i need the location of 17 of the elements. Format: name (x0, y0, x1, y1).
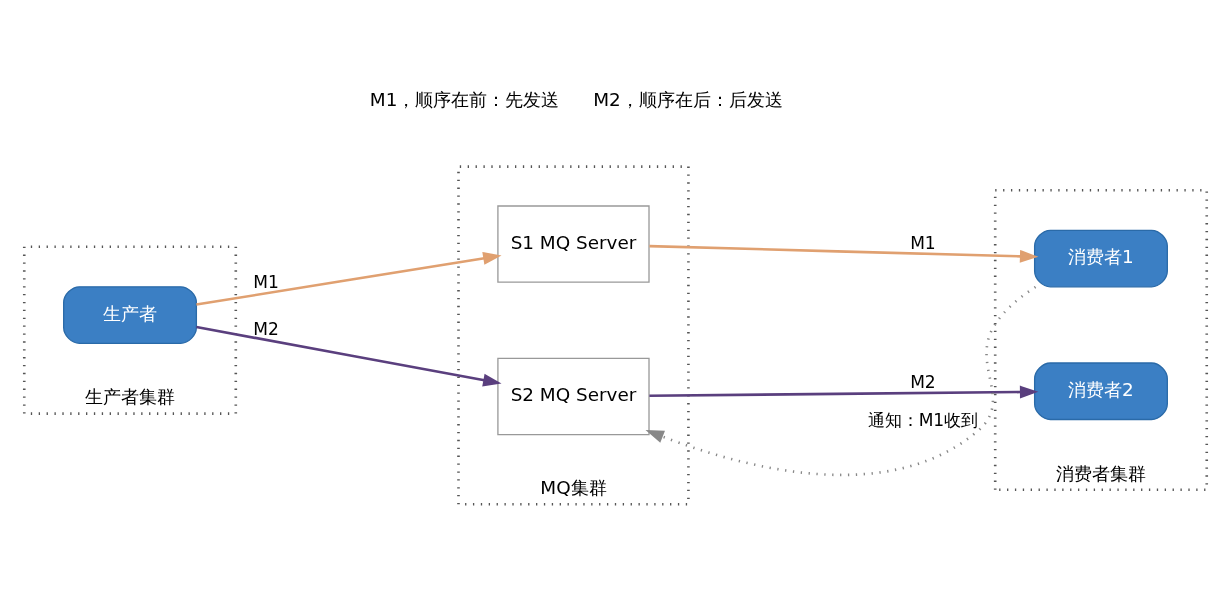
arrow (645, 285, 1037, 477)
edge-label: M1 (253, 271, 279, 292)
node-box: S1 MQ Server (497, 205, 650, 283)
edge-label: 通知：M1收到 (867, 409, 979, 430)
edge-label: M1 (910, 232, 936, 253)
arrow (649, 385, 1039, 399)
node-box: 消费者1 (1033, 229, 1168, 288)
edge-label: M2 (910, 371, 936, 392)
node-box: 生产者 (63, 286, 198, 344)
edge-label: M2 (253, 319, 279, 340)
arrow (196, 252, 502, 306)
legend-label: M2，顺序在后：后发送 (593, 89, 783, 111)
arrow (196, 325, 502, 387)
arrow (649, 244, 1039, 263)
node-box: S2 MQ Server (497, 357, 650, 436)
node-box: 消费者2 (1033, 362, 1168, 421)
legend-label: M1，顺序在前：先发送 (369, 89, 560, 111)
